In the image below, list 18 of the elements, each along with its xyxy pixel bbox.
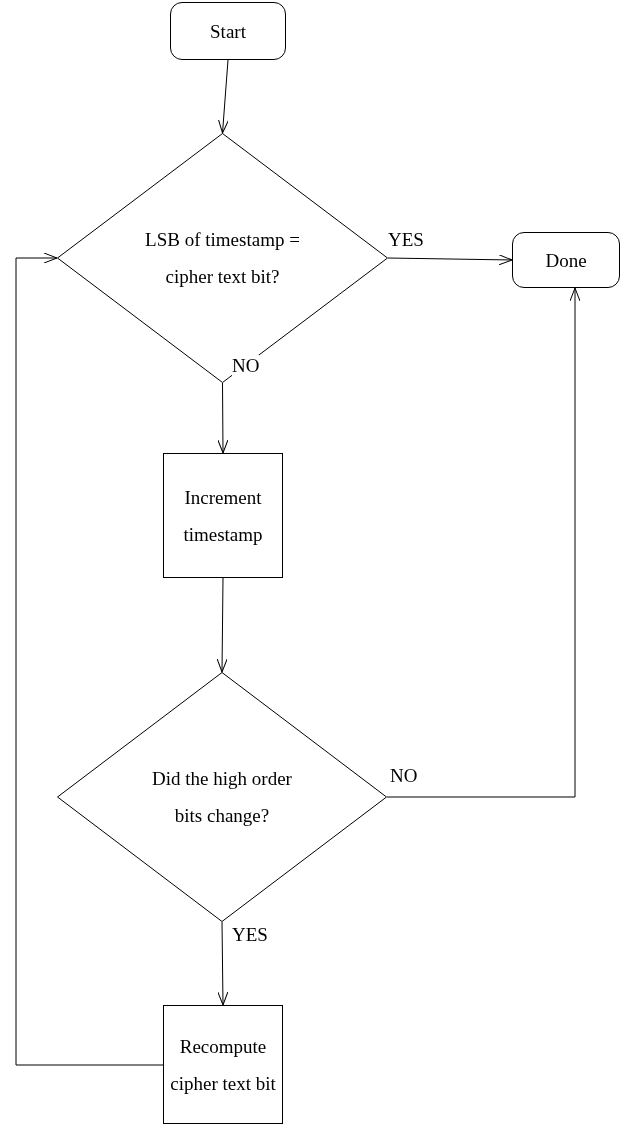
- edge-label: NO: [232, 355, 260, 377]
- process-label: Recompute cipher text bit: [169, 1034, 277, 1096]
- terminal-box: [512, 232, 620, 288]
- process-box: [163, 1005, 283, 1124]
- arrow: [217, 382, 229, 454]
- arrow: [217, 921, 229, 1006]
- decision-text: Did the high order bits change?: [151, 767, 293, 828]
- arrow: [15, 252, 164, 1066]
- arrow: [386, 287, 581, 798]
- arrow: [216, 577, 228, 673]
- arrow: [218, 59, 229, 134]
- arrow: [387, 254, 513, 266]
- terminal-box: [170, 2, 286, 60]
- terminal-label: Done: [545, 248, 587, 273]
- process-label: Increment timestamp: [182, 485, 264, 547]
- terminal-label: Start: [210, 19, 246, 44]
- decision-text: LSB of timestamp = cipher text bit?: [144, 228, 301, 289]
- process-box: [163, 453, 283, 578]
